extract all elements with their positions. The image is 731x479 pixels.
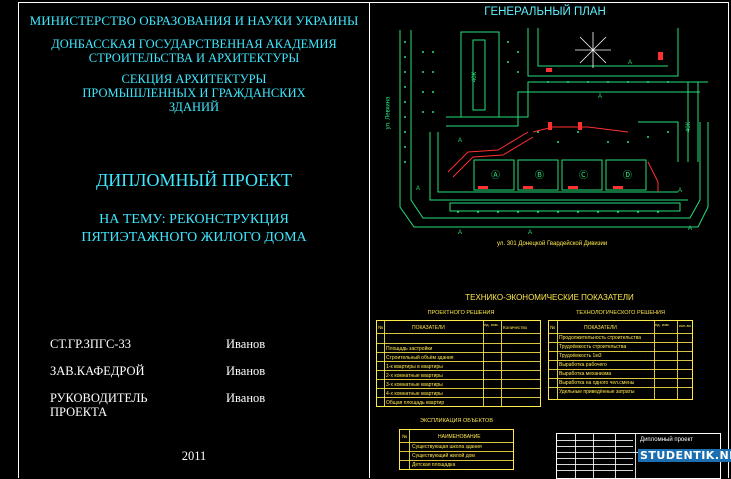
svg-text:A: A [458,138,462,144]
section-line1: СЕКЦИЯ АРХИТЕКТУРЫ [121,72,267,86]
svg-text:A: A [598,94,602,100]
signer-role-1: СТ.ГР.ЗПГС-33 [50,337,131,351]
table-header-indicators: ПОКАЗАТЕЛИ [412,325,445,331]
section-mark-a: Ⓐ [491,170,501,180]
general-plan-drawing[interactable]: A A A A A A A A [378,22,723,255]
title-sheet-frame [18,2,370,478]
tech-right-subtitle: ТЕХНОЛОГИЧЕСКОГО РЕШЕНИЯ [576,310,665,316]
project-indicators-table: № ПОКАЗАТЕЛИ ед. изм. Количество Площадь… [376,320,541,407]
table-header-val-2: кол-во [679,323,691,328]
section-line2: ПРОМЫШЛЕННЫХ И ГРАЖДАНСКИХ [82,86,306,100]
svg-text:A: A [678,188,682,194]
expl-header-no: № [402,434,408,440]
drawing-sheet-frame [370,2,729,478]
project-title: ДИПЛОМНЫЙ ПРОЕКТ [96,170,292,190]
section-line3: ЗДАНИЙ [168,100,220,114]
table-header-no: № [378,325,384,331]
academy-line2: СТРОИТЕЛЬСТВА И АРХИТЕКТУРЫ [88,51,300,65]
street-left-label: ул. Левкина [385,96,392,130]
stamp-title: Дипломный проект [640,437,694,443]
explication-table: № НАИМЕНОВАНИЕ Существующая школа здания… [399,429,514,470]
street-bottom-label: ул. 301 Донецкой Гвардейской Дивизии [497,241,608,247]
label-40k-a: 40К [472,71,479,83]
table-row-t3: Трудоёмкость 1м3 [559,353,602,359]
table-header-unit-2: ед. изм. [655,322,670,327]
table-row-t7: Удельные приведённые затраты [559,389,635,395]
topic-line2: ПЯТИЭТАЖНОГО ЖИЛОГО ДОМА [81,230,307,245]
expl-row-3: Детская площадка [412,462,456,468]
table-row-3: 1-к квартиры в квартиры [386,364,443,370]
signer-role-3: РУКОВОДИТЕЛЬ [50,391,148,405]
table-row-4: 2-х комнатные квартиры [386,373,443,379]
topic-line1: НА ТЕМУ: РЕКОНСТРУКЦИЯ [99,212,289,227]
ministry-title: МИНИСТЕРСТВО ОБРАЗОВАНИЯ И НАУКИ УКРАИНЫ [29,13,359,28]
section-mark-c: Ⓒ [579,170,589,180]
svg-text:A: A [528,230,532,236]
signer-role-3-line2: ПРОЕКТА [50,405,108,419]
watermark-logo: STUDENTIK.NET [638,449,731,462]
section-mark-b: Ⓑ [535,170,545,180]
table-row-5: 3-х комнатные квартиры [386,382,443,388]
table-row-t6: Выработка на одного чел.смены [559,380,635,386]
svg-text:A: A [416,186,420,192]
academy-line1: ДОНБАССКАЯ ГОСУДАРСТВЕННАЯ АКАДЕМИЯ [51,37,337,51]
table-row-7: Общая площадь квартир [386,400,445,406]
expl-row-1: Существующая школа здания [412,444,482,450]
signer-name-1: Иванов [226,337,266,351]
technology-indicators-table: № ПОКАЗАТЕЛИ ед. изм. кол-во Продолжител… [548,320,693,400]
signer-name-2: Иванов [226,364,266,378]
year: 2011 [181,449,207,463]
expl-header-name: НАИМЕНОВАНИЕ [438,434,481,440]
table-header-unit: ед. изм. [484,322,499,327]
table-header-indicators-2: ПОКАЗАТЕЛИ [584,325,617,331]
expl-row-2: Существующий жилой дом [412,453,475,459]
tech-title: ТЕХНИКО-ЭКОНОМИЧЕСКИЕ ПОКАЗАТЕЛИ [465,293,634,302]
section-mark-d: Ⓓ [623,170,633,180]
table-header-no-2: № [550,325,556,331]
table-row-t2: Трудоёмкость строительства [559,344,627,350]
label-40k-b: 40К [686,121,693,133]
table-row-6: 4-х комнатные квартиры [386,391,443,397]
table-row-t5: Выработка механизма [559,371,612,377]
table-row-t1: Продолжительность строительства [559,335,642,341]
table-header-qty: Количество [503,325,528,330]
signer-role-2: ЗАВ.КАФЕДРОЙ [50,364,145,378]
svg-text:A: A [688,226,692,232]
plan-title: ГЕНЕРАЛЬНЫЙ ПЛАН [484,6,606,18]
svg-text:A: A [458,230,462,236]
svg-text:A: A [628,60,632,66]
signer-name-3: Иванов [226,391,266,405]
table-row-2: Строительный объём здания [386,355,454,361]
explication-title: ЭКСПЛИКАЦИЯ ОБЪЕКТОВ [420,418,493,424]
table-row-t4: Выработка рабочего [559,362,607,368]
tech-left-subtitle: ПРОЕКТНОГО РЕШЕНИЯ [427,310,495,316]
table-row-1: Площадь застройки [386,346,433,352]
